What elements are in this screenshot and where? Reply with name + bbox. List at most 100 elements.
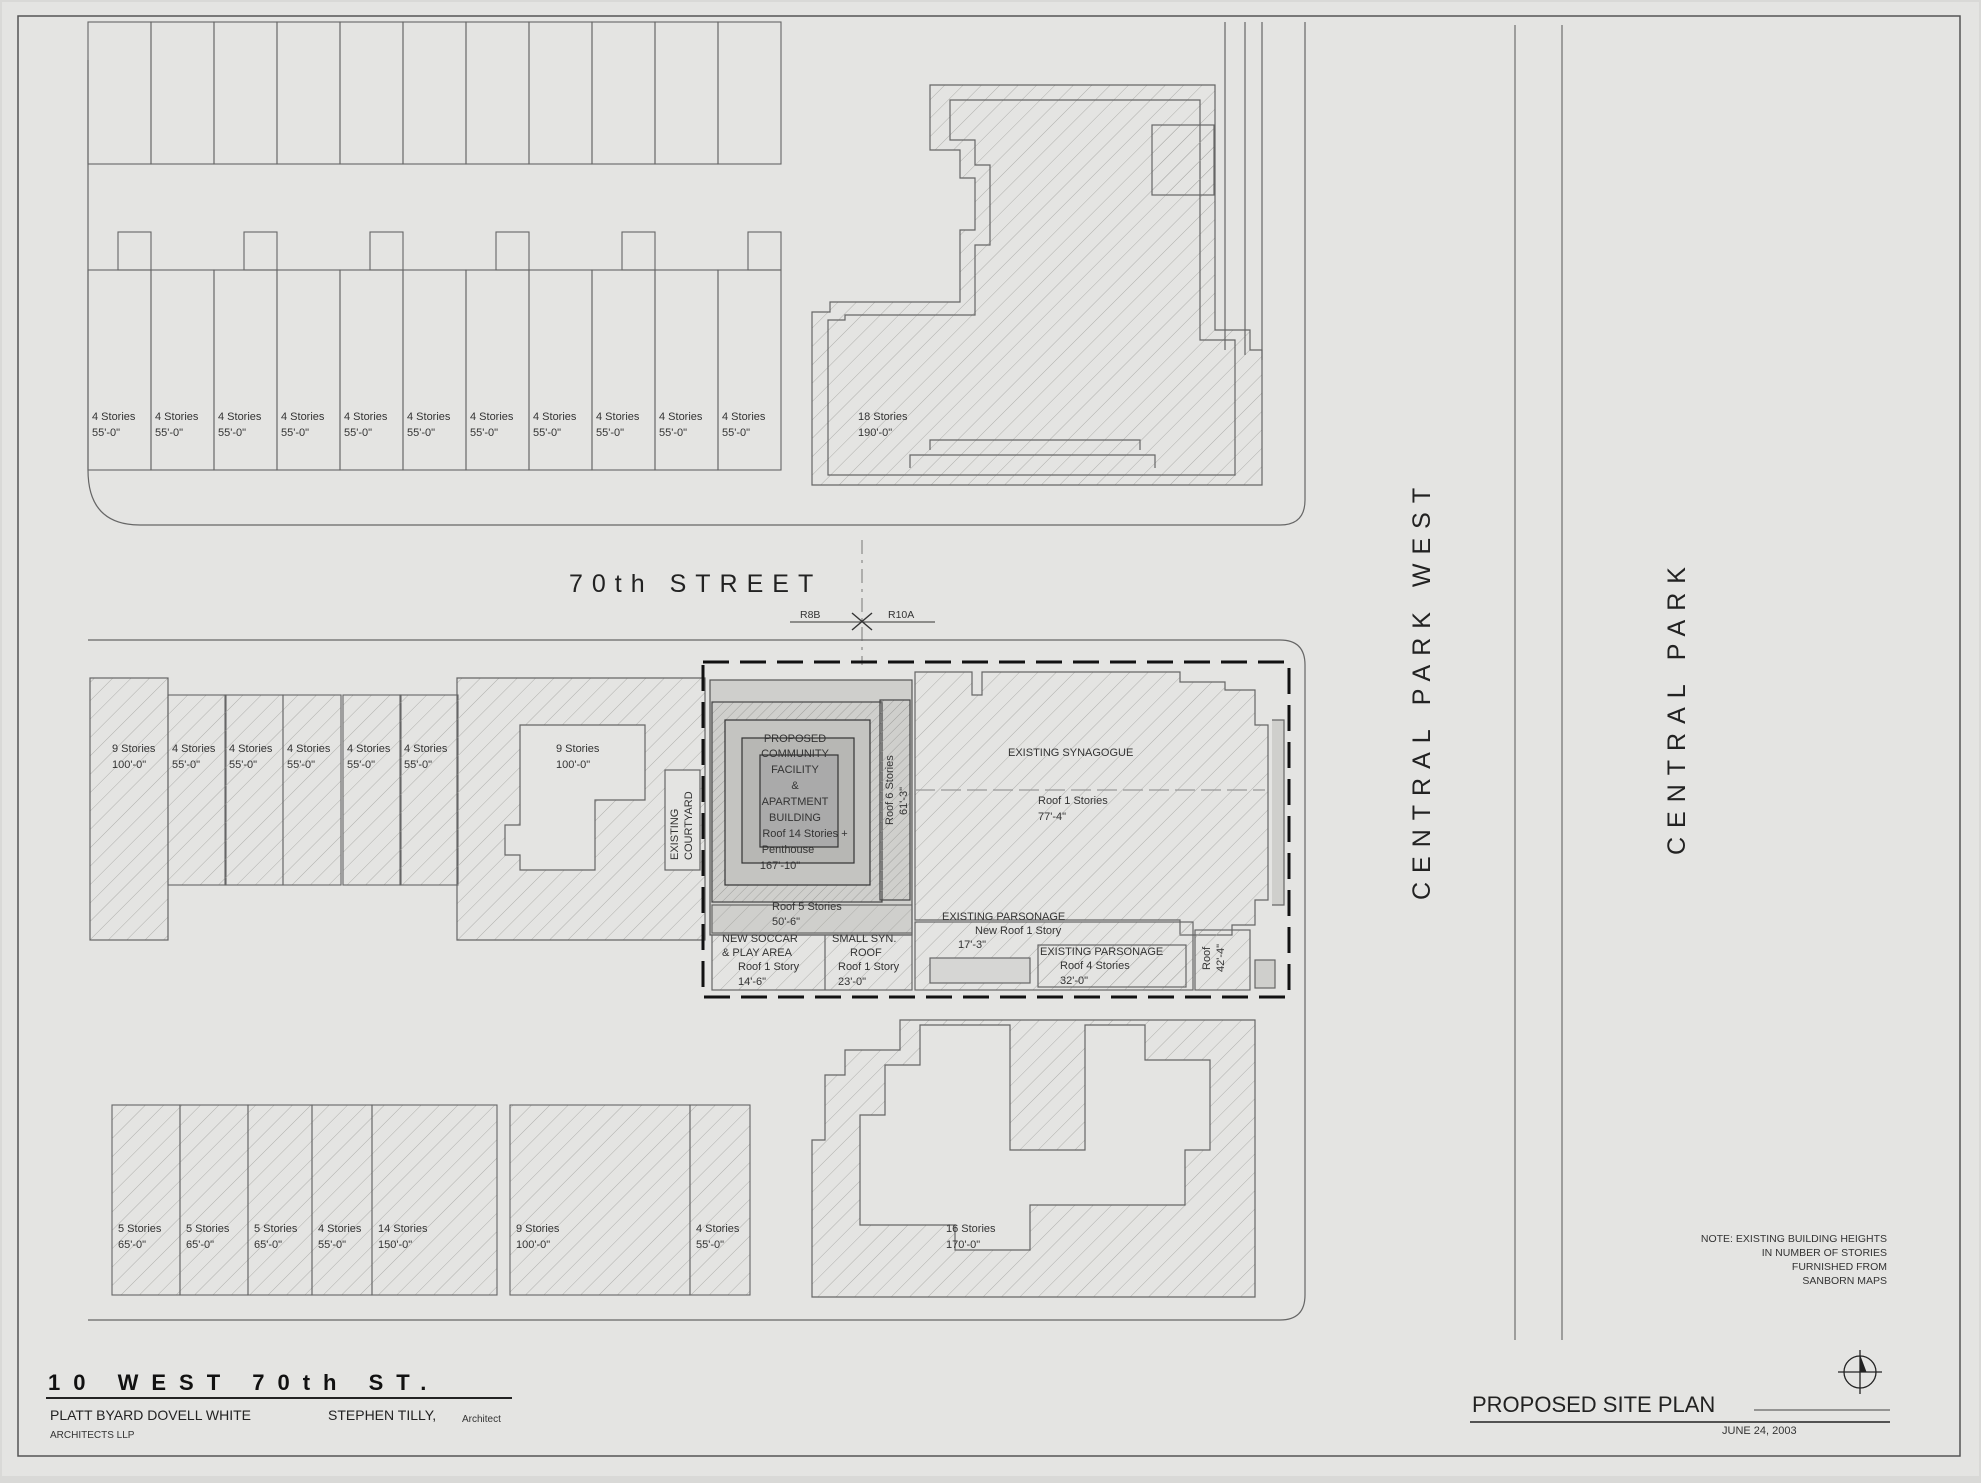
site-rowhouse-stories: 4 Stories <box>172 743 216 755</box>
proposed-line-6: BUILDING <box>769 812 821 824</box>
south-building-stories: 9 Stories <box>516 1223 560 1235</box>
north-rowhouse-stories: 4 Stories <box>92 411 136 423</box>
title-block: 10 WEST 70th ST. PLATT BYARD DOVELL WHIT… <box>46 1350 1890 1441</box>
parsonage1-height: 17'-3" <box>958 939 986 951</box>
south-building-stories: 4 Stories <box>318 1223 362 1235</box>
south-building <box>509 1104 691 1296</box>
south-building-stories: 5 Stories <box>186 1223 230 1235</box>
map-note: NOTE: EXISTING BUILDING HEIGHTS IN NUMBE… <box>1701 1233 1887 1287</box>
parsonage1-roof: New Roof 1 Story <box>975 925 1062 937</box>
street-label-70th: 70th STREET <box>569 570 822 598</box>
site-rowhouse <box>167 694 227 886</box>
south-building-stories: 5 Stories <box>254 1223 298 1235</box>
north-rowhouse-extension <box>495 231 530 271</box>
north-rowhouse-height: 55'-0" <box>470 427 498 439</box>
firm-subtitle: ARCHITECTS LLP <box>50 1430 135 1441</box>
site-rowhouse <box>224 694 284 886</box>
south-building <box>179 1104 249 1296</box>
soccer-height: 14'-6" <box>738 976 766 988</box>
proposed-penthouse: Penthouse <box>762 844 815 856</box>
north-rowhouse-height: 55'-0" <box>281 427 309 439</box>
note-line-4: SANBORN MAPS <box>1802 1275 1887 1287</box>
soccer-roof: Roof 1 Story <box>738 961 800 973</box>
site-rowhouse <box>282 694 342 886</box>
north-rowhouse-stories: 4 Stories <box>344 411 388 423</box>
parsonage2-name: EXISTING PARSONAGE <box>1040 946 1163 958</box>
south-building-height: 65'-0" <box>118 1239 146 1251</box>
north-rowhouse-extension <box>243 231 278 271</box>
border-frame <box>17 15 1961 1457</box>
north-rowhouse-stories: 4 Stories <box>407 411 451 423</box>
north-rowhouse-stories: 4 Stories <box>722 411 766 423</box>
north-rowhouse-stories: 4 Stories <box>218 411 262 423</box>
south-building-stories: 4 Stories <box>696 1223 740 1235</box>
south-building-height: 150'-0" <box>378 1239 412 1251</box>
proposed-line-2: COMMUNITY <box>761 748 829 760</box>
street-70th: 70th STREET R8B R10A <box>569 540 935 665</box>
site-rowhouse-height: 55'-0" <box>404 759 432 771</box>
north-rowhouse-height: 55'-0" <box>407 427 435 439</box>
south-building <box>311 1104 373 1296</box>
proposed-building: PROPOSED COMMUNITY FACILITY & APARTMENT … <box>760 733 848 872</box>
site-rowhouses <box>167 694 459 886</box>
south-building-stories: 16 Stories <box>946 1223 996 1235</box>
proposed-roof: Roof 14 Stories + <box>762 828 847 840</box>
site-rowhouse-height: 55'-0" <box>287 759 315 771</box>
proposed-line-5: APARTMENT <box>762 796 829 808</box>
south-building-stories: 5 Stories <box>118 1223 162 1235</box>
north-rowhouse-height: 55'-0" <box>722 427 750 439</box>
note-line-2: IN NUMBER OF STORIES <box>1762 1247 1887 1259</box>
north-arrow-icon <box>1838 1350 1882 1394</box>
site-rowhouse-height: 100'-0" <box>112 759 146 771</box>
small-syn-height: 23'-0" <box>838 976 866 988</box>
north-block-labels: 4 Stories 55'-0" 4 Stories 55'-0" 4 Stories 5… <box>92 411 766 439</box>
corner-roof-label: Roof <box>1201 946 1213 970</box>
north-rowhouse-extension <box>621 231 656 271</box>
proposed-line-3: FACILITY <box>771 764 819 776</box>
park-label-central-park: CENTRAL PARK <box>1663 558 1691 855</box>
south-building <box>111 1104 181 1296</box>
parsonage2-roof: Roof 4 Stories <box>1060 960 1130 972</box>
site-rowhouse-stories: 4 Stories <box>404 743 448 755</box>
north-rowhouse-height: 55'-0" <box>155 427 183 439</box>
small-syn-line-2: ROOF <box>850 947 882 959</box>
avenue-label-central-park-west: CENTRAL PARK WEST <box>1408 479 1436 900</box>
south-building-height: 55'-0" <box>696 1239 724 1251</box>
synagogue-roof: Roof 1 Stories <box>1038 795 1108 807</box>
site-rowhouse <box>399 694 459 886</box>
north-block <box>87 21 1306 526</box>
north-rowhouse-extension <box>747 231 782 271</box>
south-building <box>689 1104 751 1296</box>
roof5-height: 50'-6" <box>772 916 800 928</box>
note-line-3: FURNISHED FROM <box>1792 1261 1887 1273</box>
wing-height: 61'-3" <box>898 787 910 815</box>
soccer-line-1: NEW SOCCAR <box>722 933 798 945</box>
note-line-1: NOTE: EXISTING BUILDING HEIGHTS <box>1701 1233 1887 1245</box>
site-rowhouse-height: 55'-0" <box>229 759 257 771</box>
south-building <box>371 1104 498 1296</box>
proposed-line-1: PROPOSED <box>764 733 826 745</box>
south-block <box>111 1019 1256 1298</box>
north-rowhouse-stories: 4 Stories <box>470 411 514 423</box>
corner-tower-height: 190'-0" <box>858 427 892 439</box>
firm-name: PLATT BYARD DOVELL WHITE <box>50 1407 251 1423</box>
plan-date: JUNE 24, 2003 <box>1722 1425 1797 1437</box>
proposed-height: 167'-10" <box>760 860 800 872</box>
corner-tower-stories: 18 Stories <box>858 411 908 423</box>
soccer-line-2: & PLAY AREA <box>722 947 793 959</box>
north-rowhouse-stories: 4 Stories <box>659 411 703 423</box>
site-rowhouse-stories: 9 Stories <box>112 743 156 755</box>
site-rowhouse-height: 55'-0" <box>347 759 375 771</box>
zone-label-left: R8B <box>800 609 820 621</box>
courtyard-label-1: EXISTING <box>669 809 681 860</box>
roof5-label: Roof 5 Stories <box>772 901 842 913</box>
south-building-height: 100'-0" <box>516 1239 550 1251</box>
south-building-height: 65'-0" <box>186 1239 214 1251</box>
north-rowhouse-stories: 4 Stories <box>596 411 640 423</box>
north-rowhouse-height: 55'-0" <box>92 427 120 439</box>
parsonage1-name: EXISTING PARSONAGE <box>942 911 1065 923</box>
north-rowhouse-height: 55'-0" <box>533 427 561 439</box>
